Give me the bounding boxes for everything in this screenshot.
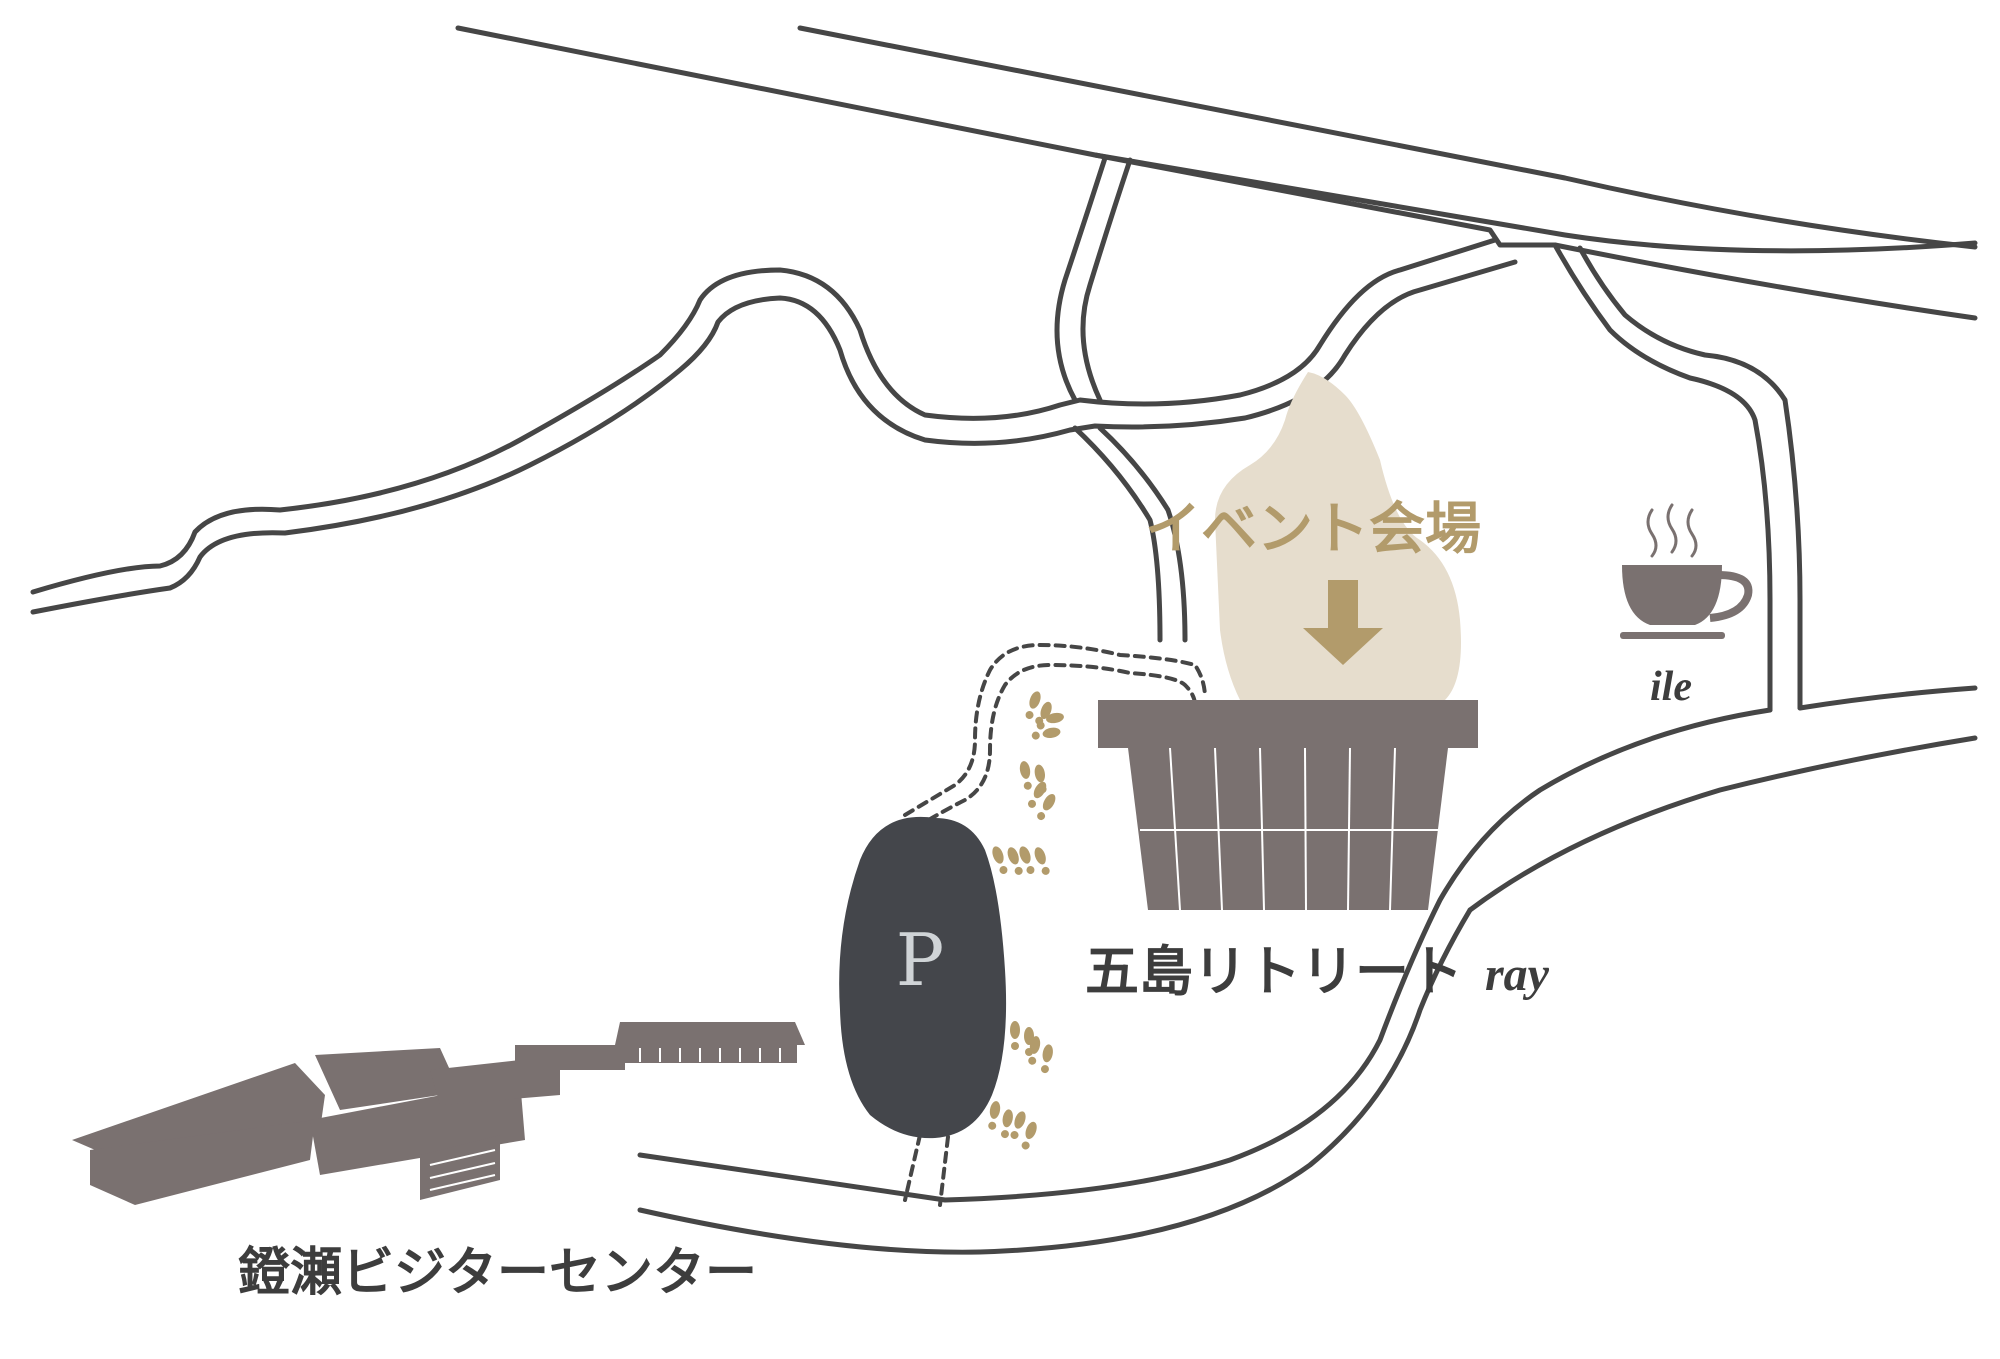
road-top-inner	[797, 25, 1978, 250]
footprints-icon	[988, 1101, 1013, 1139]
road-curve-outer	[637, 707, 1773, 1203]
vc-connector	[515, 1045, 625, 1070]
retreat-label-suffix: ray	[1485, 948, 1550, 1001]
road-east-bottom	[1467, 735, 1978, 913]
footprints-icon	[1010, 1021, 1034, 1056]
footprints-icon	[1019, 846, 1050, 875]
coffee-cup-icon	[1620, 503, 1753, 639]
vc-annex-wall	[625, 1045, 797, 1063]
road-mid-right	[1080, 157, 1133, 403]
vc-mid-roof	[315, 1048, 450, 1110]
road-right-a	[1552, 242, 1773, 713]
arrow-down-icon	[1303, 580, 1383, 665]
retreat-building	[1098, 700, 1478, 911]
retreat-label: 五島リトリート ray	[1085, 939, 1550, 1003]
visitor-center-label: 鐙瀬ビジターセンター	[238, 1242, 757, 1303]
walking-path-bottom-a	[903, 1133, 922, 1202]
road-east-top	[1797, 685, 1978, 711]
visitor-center-building	[72, 1022, 805, 1205]
walking-path-bottom-b	[938, 1135, 950, 1207]
footprints	[988, 691, 1064, 1150]
road-left-inner	[30, 259, 1518, 615]
event-venue-label: イベント会場	[1145, 496, 1481, 562]
road-left-outer	[30, 237, 1498, 595]
road-right-b	[1577, 245, 1803, 711]
road-venue-right	[1097, 425, 1188, 643]
footprints-icon	[1028, 781, 1056, 821]
footprints-icon	[1028, 1036, 1053, 1074]
footprints-icon	[1010, 1111, 1037, 1150]
footprints-icon	[1031, 712, 1064, 740]
road-curve-inner	[637, 907, 1473, 1255]
road-venue-left	[1072, 425, 1163, 643]
retreat-label-text: 五島リトリート	[1085, 939, 1463, 1003]
road-top-outer	[455, 25, 1978, 254]
footprints-icon	[1025, 691, 1052, 730]
vc-main-wall	[90, 1120, 315, 1205]
road-mid-left	[1054, 155, 1108, 403]
vc-annex-roof	[615, 1022, 805, 1045]
walking-path	[903, 642, 1207, 1207]
parking-area	[839, 816, 1007, 1139]
roads	[30, 25, 1978, 1255]
cafe-label: ile	[1650, 664, 1692, 710]
vc-steps	[420, 1135, 500, 1200]
footprints-icon	[992, 846, 1023, 875]
vc-mid-wall	[310, 1080, 525, 1175]
vc-wing	[430, 1060, 560, 1105]
walking-path-outer	[903, 642, 1207, 817]
retreat-roof	[1098, 700, 1478, 748]
walking-path-inner	[913, 662, 1197, 830]
parking-icon: P	[896, 918, 944, 1002]
road-top-2	[1092, 152, 1558, 248]
road-top-3	[1552, 242, 1978, 321]
event-area	[1215, 372, 1461, 700]
